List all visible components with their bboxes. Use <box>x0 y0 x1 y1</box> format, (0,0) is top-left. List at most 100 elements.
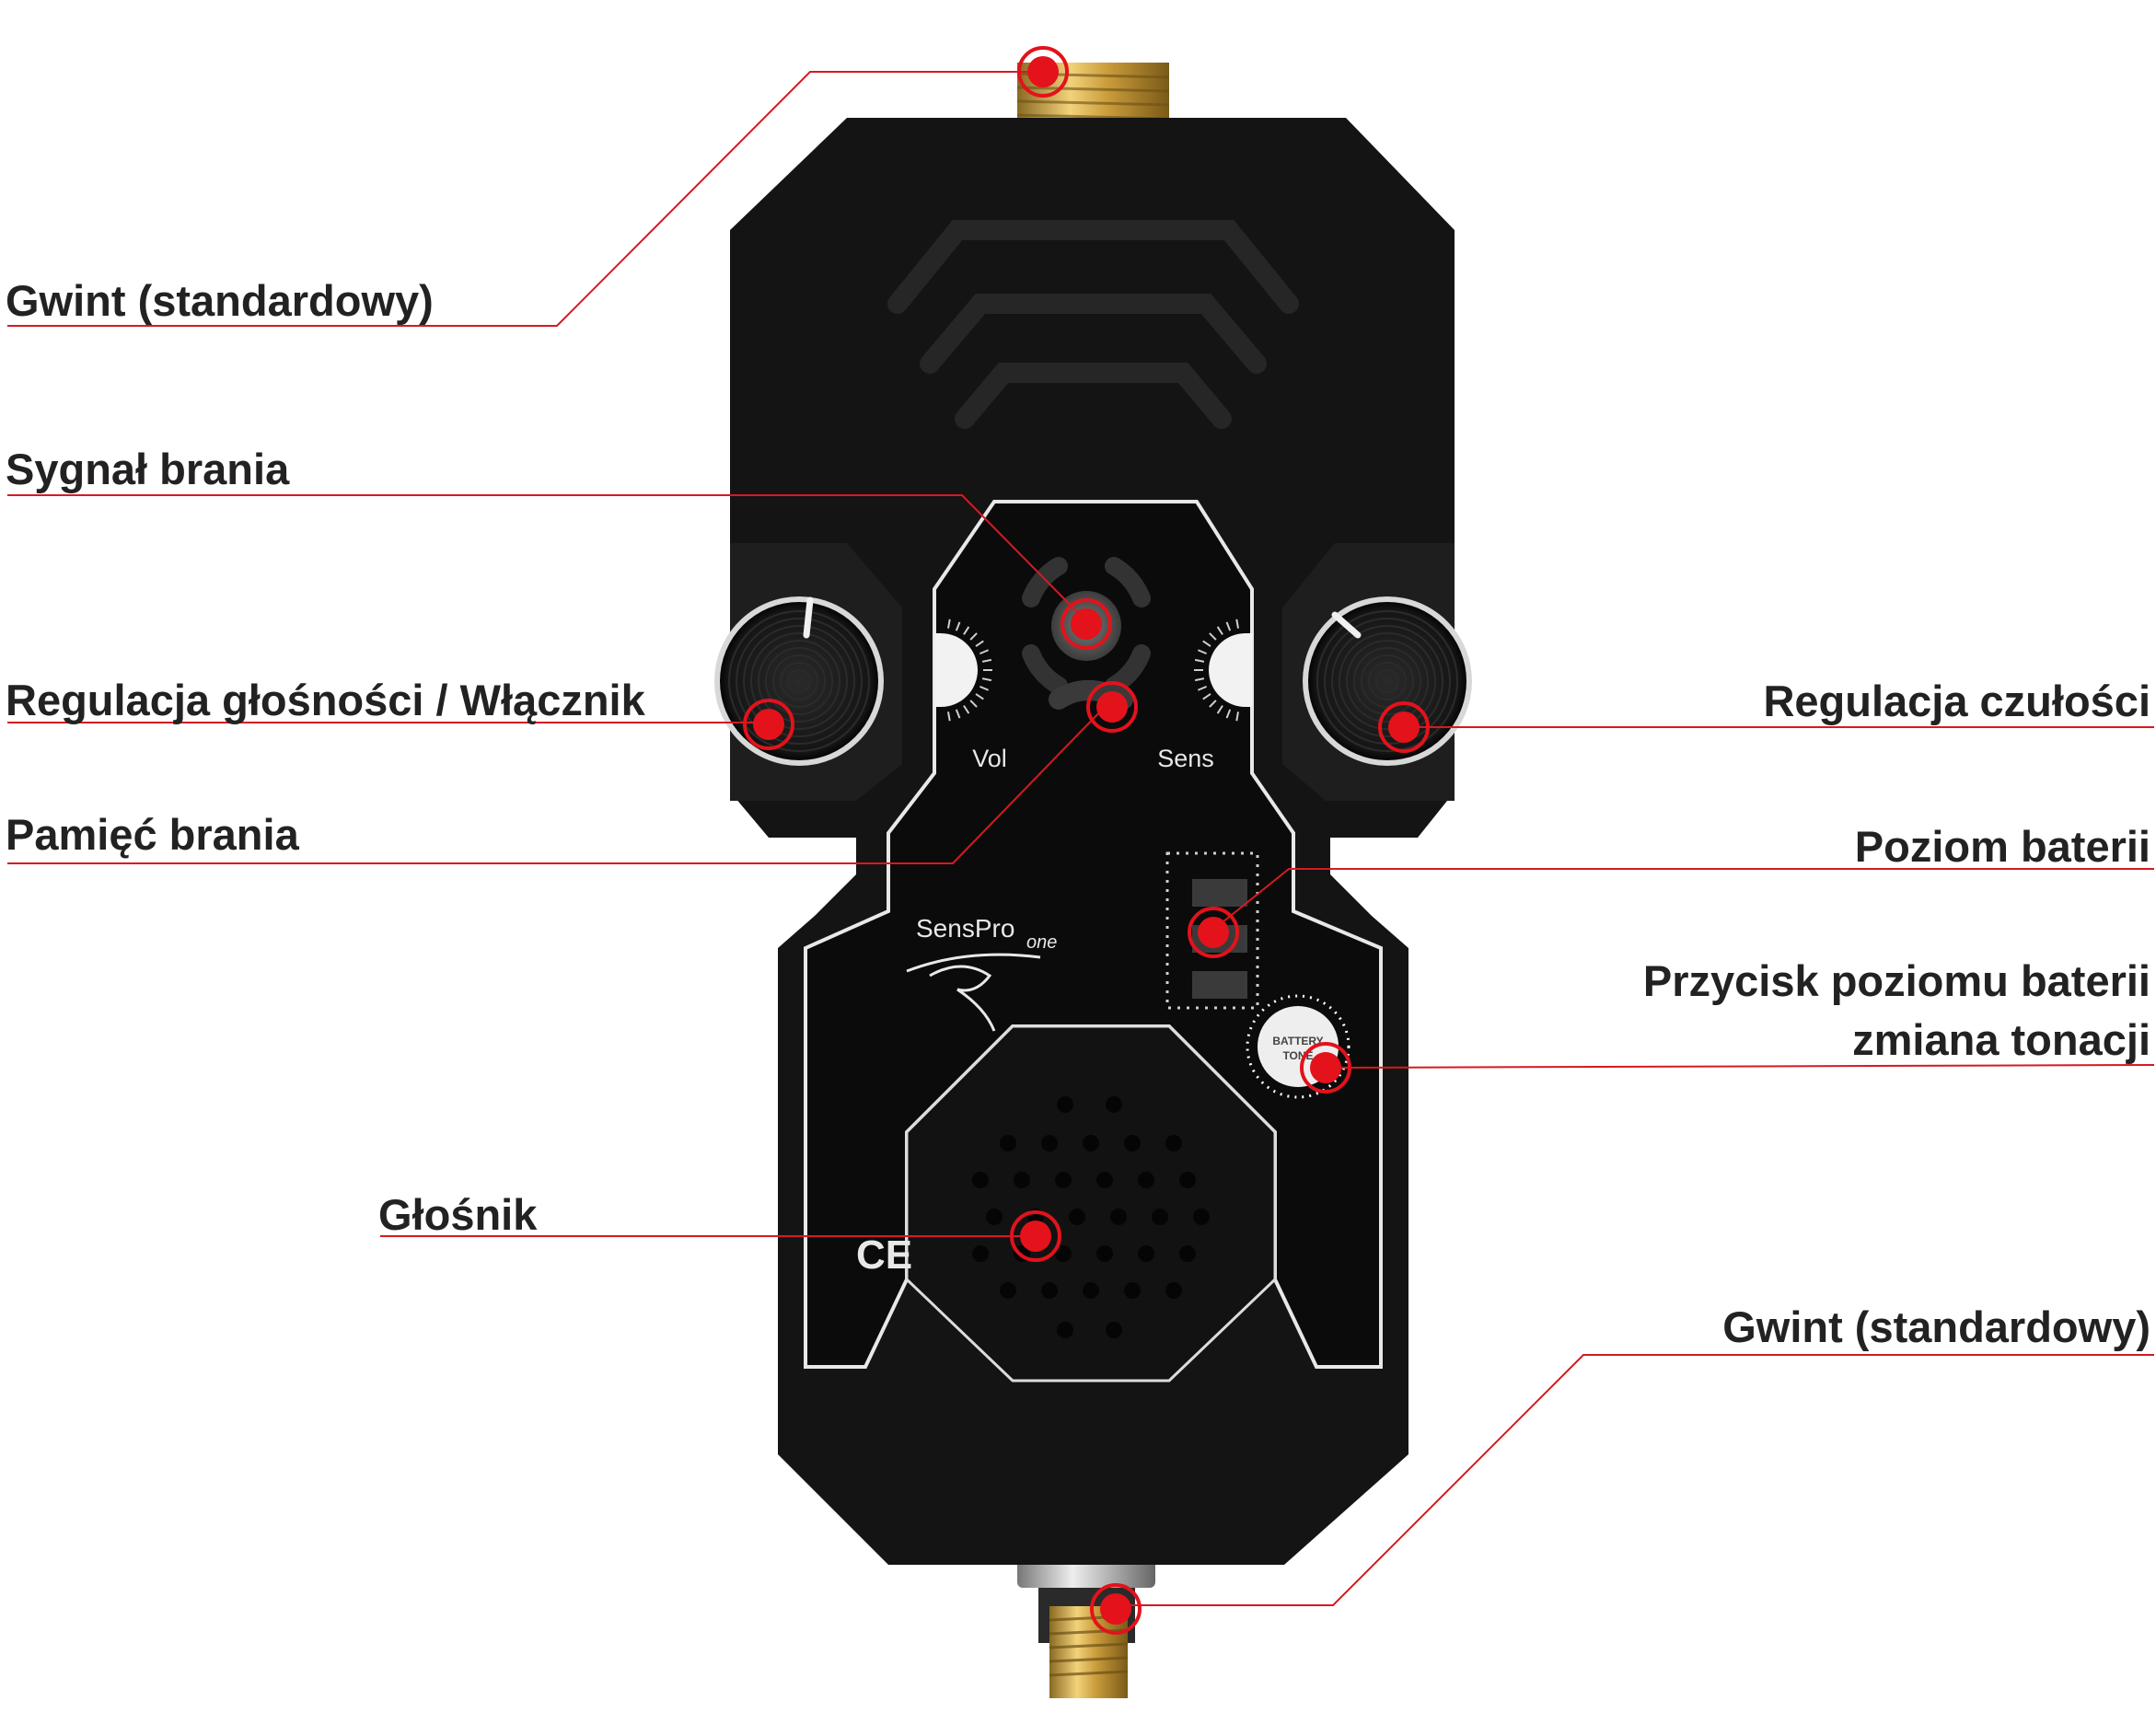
callout-marker <box>1061 598 1112 650</box>
knob-ring <box>1368 662 1407 700</box>
callout-marker <box>1010 1210 1061 1262</box>
knob-ring <box>772 654 826 708</box>
dial-tick <box>1209 632 1217 641</box>
knob-ring <box>750 632 848 730</box>
callout-markers <box>743 46 1430 1635</box>
dial-tick <box>947 712 951 722</box>
speaker-hole <box>1083 1282 1099 1299</box>
speaker-hole <box>1179 1172 1196 1188</box>
dial-tick <box>963 626 970 635</box>
leader-lines <box>7 71 2155 1606</box>
dial-tick <box>1194 677 1205 682</box>
dial-tick <box>981 658 992 663</box>
sensitivity-dial-scale <box>1194 619 1252 722</box>
knob-ring <box>1316 610 1458 752</box>
dial-tick <box>1225 621 1232 631</box>
callout-marker <box>1017 46 1069 98</box>
sens-label: Sens <box>1157 745 1214 772</box>
volume-dial-scale <box>934 619 992 722</box>
knob-ring <box>1339 632 1436 730</box>
dial-tick <box>975 693 984 700</box>
sensitivity-knob[interactable] <box>1303 596 1472 766</box>
speaker-hole <box>1110 1209 1127 1225</box>
dial-tick <box>975 640 984 647</box>
volume-knob[interactable] <box>714 596 884 766</box>
dial-tick <box>1235 712 1239 722</box>
dial-tick <box>963 705 970 714</box>
knob-ring <box>743 625 855 737</box>
knob-ring <box>787 669 811 693</box>
label-volume-power: Regulacja głośności / Włącznik <box>6 676 645 724</box>
speaker-hole <box>1041 1135 1058 1151</box>
label-sensitivity: Regulacja czułości <box>1763 677 2150 725</box>
dial-tick <box>1216 705 1223 714</box>
speaker-hole <box>1152 1209 1168 1225</box>
speaker-hole <box>1083 1135 1099 1151</box>
speaker-hole <box>1138 1172 1154 1188</box>
label-speaker: Głośnik <box>378 1190 538 1239</box>
dial-tick <box>969 700 978 708</box>
dial-tick <box>1202 693 1211 700</box>
speaker-hole <box>1124 1135 1141 1151</box>
knob-ring <box>1331 625 1443 737</box>
dial-tick <box>955 709 961 719</box>
dial-tick <box>981 677 992 682</box>
dial-tick <box>1209 700 1217 708</box>
label-bite-signal: Sygnał brania <box>6 445 290 493</box>
logo-sub-text: one <box>1026 932 1057 953</box>
speaker-hole <box>972 1172 989 1188</box>
knob-ring <box>736 618 863 745</box>
speaker-hole <box>1069 1209 1085 1225</box>
logo-main-text: SensPro <box>916 914 1014 943</box>
speaker-hole <box>1000 1135 1016 1151</box>
speaker-hole <box>1165 1135 1182 1151</box>
knob-ring <box>1346 640 1429 723</box>
knob-ring <box>1353 647 1421 715</box>
label-thread-bottom: Gwint (standardowy) <box>1722 1302 2150 1351</box>
speaker-hole <box>1055 1172 1072 1188</box>
speaker-hole <box>1096 1172 1113 1188</box>
callout-marker <box>1086 681 1138 733</box>
fish-icon <box>906 953 1041 1032</box>
callout-marker <box>1300 1042 1351 1093</box>
dial-tick <box>1198 649 1208 655</box>
dial-tick <box>955 621 961 631</box>
dial-tick <box>1235 619 1239 629</box>
battery-button-text: BATTERY <box>1272 1035 1323 1047</box>
label-thread-top: Gwint (standardowy) <box>6 276 434 325</box>
speaker-grille <box>972 1096 1210 1338</box>
vol-label: Vol <box>972 745 1007 772</box>
dial-tick <box>1225 709 1232 719</box>
dial-tick <box>1202 640 1211 647</box>
dial-tick <box>1198 685 1208 691</box>
dial-tick <box>947 619 951 629</box>
dial-tick <box>1194 658 1205 663</box>
speaker-hole <box>1057 1322 1073 1338</box>
speaker-hole <box>1041 1282 1058 1299</box>
speaker-hole <box>1055 1245 1072 1262</box>
speaker-hole <box>1165 1282 1182 1299</box>
speaker-hole <box>1096 1245 1113 1262</box>
speaker-hole <box>972 1245 989 1262</box>
speaker-hole <box>1138 1245 1154 1262</box>
label-battery-button-line1: Przycisk poziomu baterii <box>1642 956 2150 1005</box>
label-bite-memory: Pamięć brania <box>6 810 299 859</box>
speaker-hole <box>1106 1096 1122 1113</box>
label-battery-button-line2: zmiana tonacji <box>1852 1015 2150 1064</box>
dial-tick <box>979 649 989 655</box>
knob-ring <box>1375 669 1399 693</box>
speaker-hole <box>1000 1282 1016 1299</box>
senspro-logo: SensPro one <box>906 914 1057 1032</box>
callout-marker <box>1090 1583 1142 1635</box>
callout-marker <box>1378 701 1430 753</box>
speaker-hole <box>1057 1096 1073 1113</box>
knob-ring <box>728 610 870 752</box>
knob-ring <box>765 647 833 715</box>
dial-tick <box>1216 626 1223 635</box>
device-body <box>730 118 1455 1565</box>
speaker-hole <box>986 1209 1003 1225</box>
dial-tick <box>979 685 989 691</box>
callout-marker <box>1188 907 1239 958</box>
